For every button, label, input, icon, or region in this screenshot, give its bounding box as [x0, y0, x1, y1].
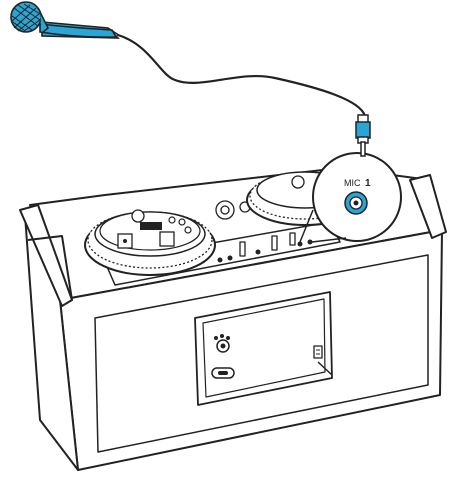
- mic-jack-icon: [345, 192, 367, 214]
- mic-plug: [356, 115, 370, 156]
- mic-jack-label-number: 1: [365, 178, 371, 189]
- mic-jack-label-prefix: MIC: [344, 178, 361, 188]
- microphone-icon: [11, 2, 120, 38]
- mic-cable: [118, 35, 365, 116]
